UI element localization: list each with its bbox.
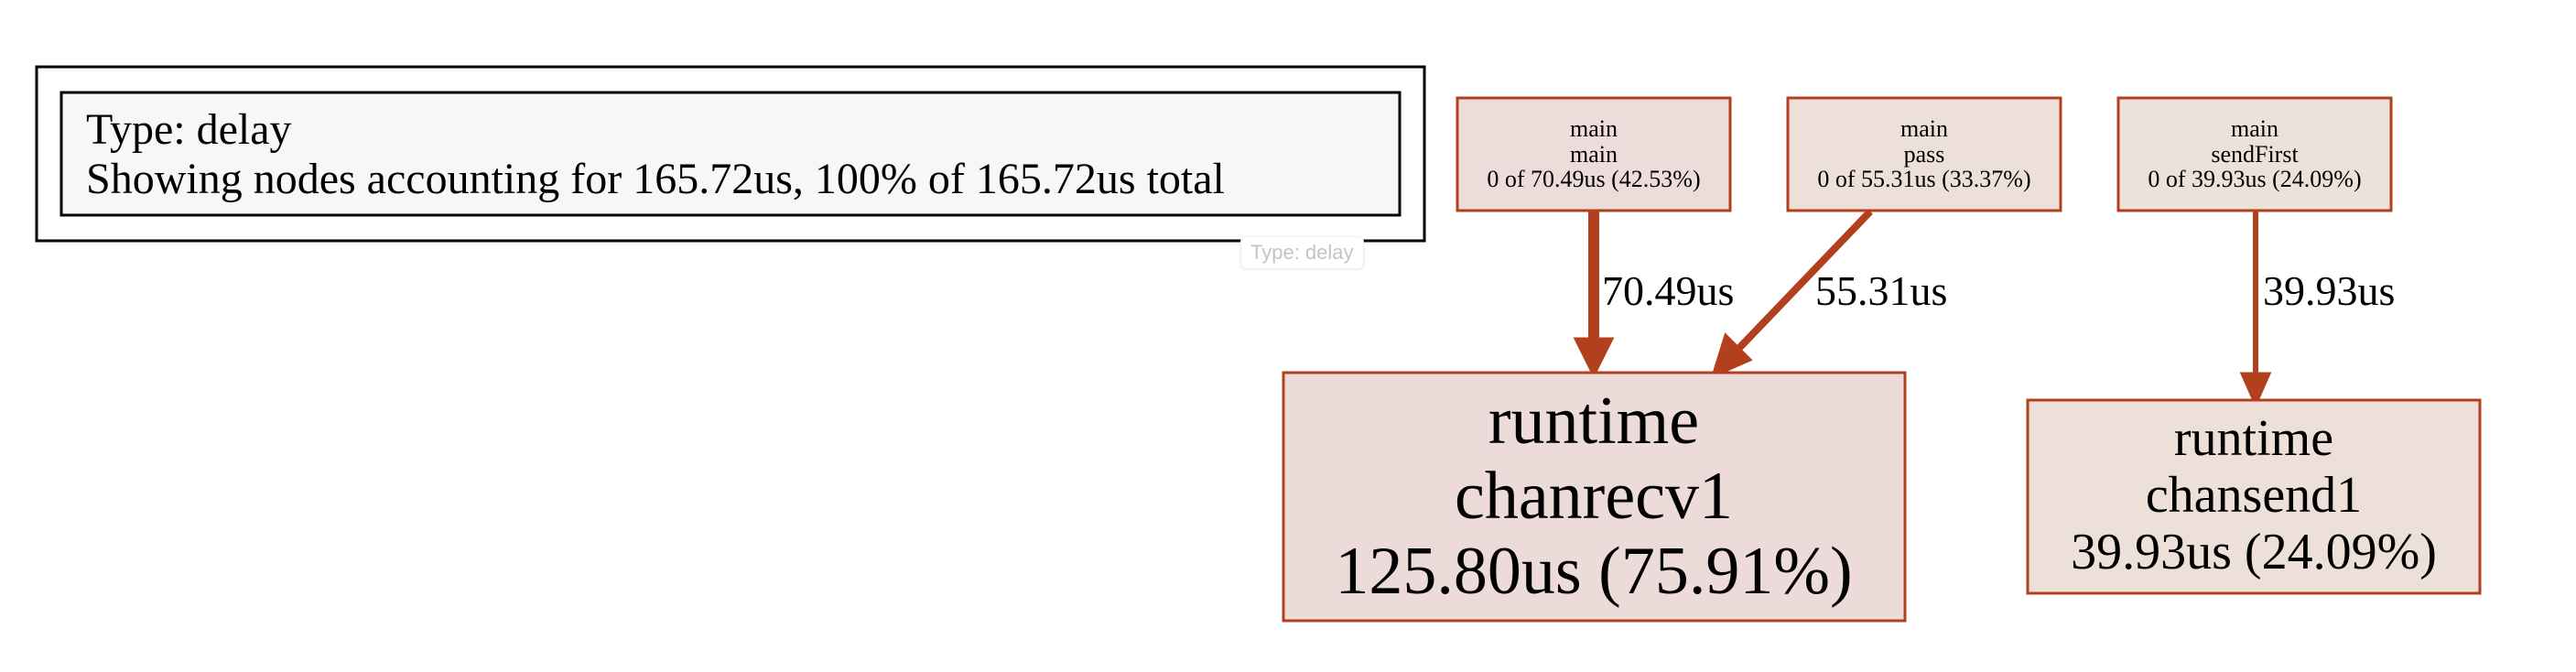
node-function-label: sendFirst <box>2211 141 2299 168</box>
edge-label: 70.49us <box>1602 267 1734 314</box>
node-box[interactable] <box>1456 96 1732 212</box>
node-function-label: chanrecv1 <box>1455 459 1733 534</box>
node-box[interactable] <box>1786 96 2062 212</box>
node-value-label: 0 of 39.93us (24.09%) <box>2148 166 2361 192</box>
node-box[interactable] <box>1282 371 1907 623</box>
edge-main-to-chanrecv[interactable]: 70.49us <box>1573 211 1734 379</box>
node-runtime-chanrecv1[interactable]: runtime chanrecv1 125.80us (75.91%) <box>1282 371 1907 623</box>
edge-label: 39.93us <box>2263 267 2395 314</box>
edge-arrowhead <box>1573 337 1615 379</box>
legend: Type: delay Showing nodes accounting for… <box>35 65 1426 243</box>
node-main-pass[interactable]: main pass 0 of 55.31us (33.37%) <box>1786 96 2062 212</box>
node-value-label: 0 of 70.49us (42.53%) <box>1487 166 1700 192</box>
node-box[interactable] <box>2026 398 2482 595</box>
legend-type-label: Type: delay <box>86 105 292 154</box>
node-value-label: 125.80us (75.91%) <box>1335 534 1852 609</box>
node-package-label: main <box>2231 115 2278 142</box>
node-package-label: main <box>1570 115 1618 142</box>
legend-summary-label: Showing nodes accounting for 165.72us, 1… <box>86 155 1225 203</box>
node-function-label: chansend1 <box>2146 467 2362 524</box>
node-function-label: pass <box>1904 141 1945 168</box>
node-runtime-chansend1[interactable]: runtime chansend1 39.93us (24.09%) <box>2026 398 2482 595</box>
node-value-label: 39.93us (24.09%) <box>2071 524 2437 580</box>
node-function-label: main <box>1570 141 1618 168</box>
node-value-label: 0 of 55.31us (33.37%) <box>1817 166 2030 192</box>
edge-pass-to-chanrecv[interactable]: 55.31us <box>1710 209 1947 379</box>
edge-sendfirst-to-chansend[interactable]: 39.93us <box>2239 211 2395 408</box>
edge-arrowhead <box>2239 372 2272 408</box>
legend-inner-box <box>60 91 1402 217</box>
node-main-sendfirst[interactable]: main sendFirst 0 of 39.93us (24.09%) <box>2116 96 2393 212</box>
node-box[interactable] <box>2116 96 2393 212</box>
edge-label: 55.31us <box>1815 267 1947 314</box>
edge-line[interactable] <box>1737 209 1873 351</box>
node-package-label: runtime <box>1488 384 1699 459</box>
edge-arrowhead <box>1710 332 1753 379</box>
node-main-main[interactable]: main main 0 of 70.49us (42.53%) <box>1456 96 1732 212</box>
hover-tooltip: Type: delay <box>1240 236 1364 269</box>
node-package-label: main <box>1900 115 1948 142</box>
node-package-label: runtime <box>2174 410 2333 467</box>
